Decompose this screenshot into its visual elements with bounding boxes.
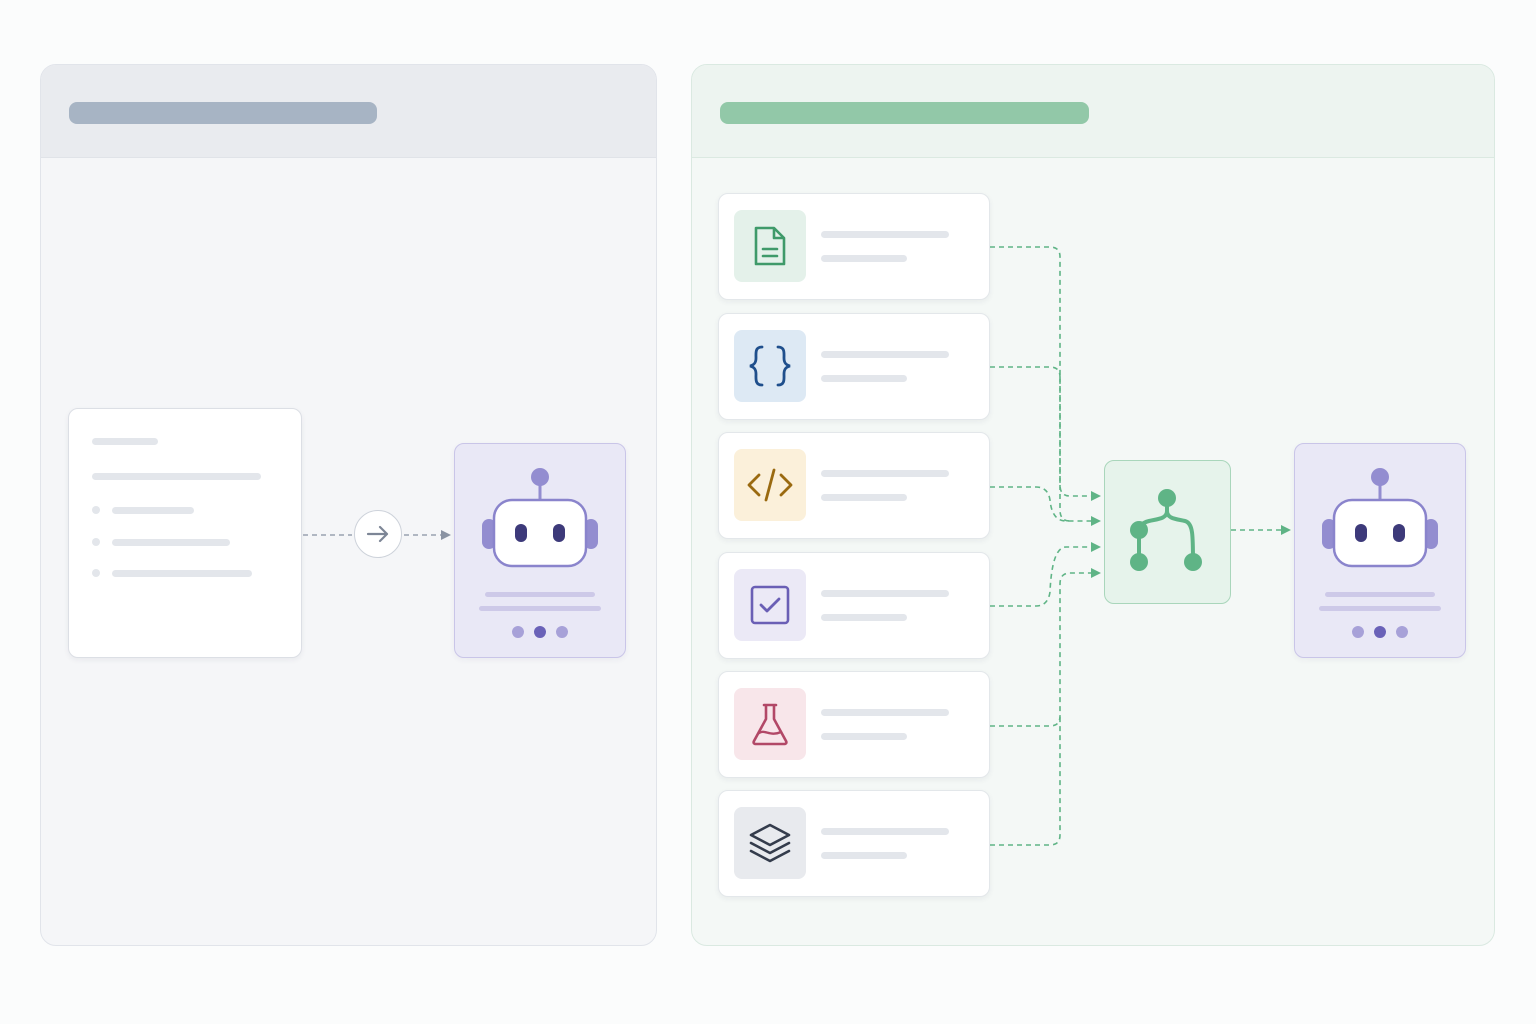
text-line-placeholder [821,351,949,358]
text-line-placeholder [821,255,907,262]
text-line-placeholder [821,590,949,597]
arrow-right-icon [354,510,402,558]
text-line-placeholder [821,470,949,477]
text-line-placeholder [92,473,261,480]
bullet-dot [92,538,100,546]
router-node [1104,460,1231,604]
tool-card-code [718,432,990,539]
panel-header [692,65,1494,158]
tool-card-json [718,313,990,420]
tool-card-experiment [718,671,990,778]
robot-icon [1318,467,1441,638]
text-line-placeholder [821,828,949,835]
text-line-placeholder [821,709,949,716]
code-icon [734,449,806,521]
text-line-placeholder [92,438,158,445]
document-icon [734,210,806,282]
input-document-card [68,408,302,658]
branch-icon [1130,489,1202,571]
panel-title-placeholder [720,102,1089,124]
tool-card-layers [718,790,990,897]
agent-card-left [454,443,626,658]
tool-card-task [718,552,990,659]
text-line-placeholder [112,570,252,577]
flask-icon [734,688,806,760]
checkbox-icon [734,569,806,641]
text-line-placeholder [112,507,194,514]
bullet-dot [92,506,100,514]
text-line-placeholder [821,733,907,740]
robot-icon [478,467,601,638]
text-line-placeholder [821,852,907,859]
text-line-placeholder [821,494,907,501]
text-line-placeholder [112,539,230,546]
panel-header [41,65,656,158]
tool-card-document [718,193,990,300]
text-line-placeholder [821,614,907,621]
text-line-placeholder [821,375,907,382]
layers-icon [734,807,806,879]
text-line-placeholder [821,231,949,238]
panel-title-placeholder [69,102,377,124]
braces-icon [734,330,806,402]
agent-card-right [1294,443,1466,658]
bullet-dot [92,569,100,577]
